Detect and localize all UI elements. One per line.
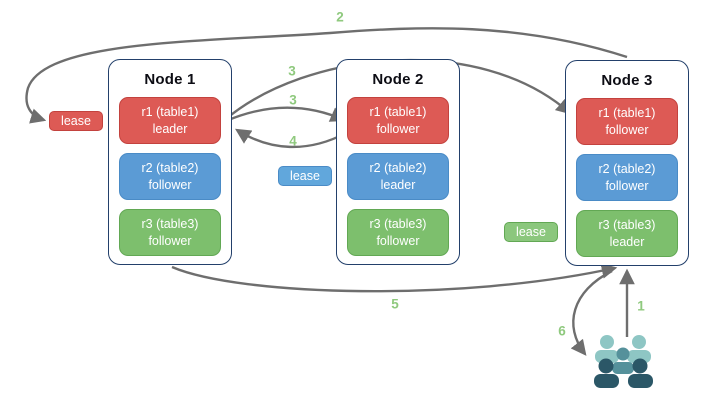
node-1: Node 1 r1 (table1) leader r2 (table2) fo… — [108, 59, 232, 265]
step-label-3b: 3 — [289, 92, 297, 108]
lease-tag-r3: lease — [504, 222, 558, 242]
replica-range: r3 (table3) — [141, 217, 199, 232]
node-2-title: Node 2 — [372, 71, 424, 88]
replica-r3-node1: r3 (table3) follower — [119, 209, 221, 256]
replica-range: r2 (table2) — [369, 161, 427, 176]
step-label-5: 5 — [391, 296, 399, 312]
replica-r1-node1: r1 (table1) leader — [119, 97, 221, 144]
replica-r1-node3: r1 (table1) follower — [576, 98, 678, 145]
replica-r1-node2: r1 (table1) follower — [347, 97, 449, 144]
replica-range: r3 (table3) — [598, 218, 656, 233]
lease-tag-r2: lease — [278, 166, 332, 186]
step-label-6: 6 — [558, 323, 566, 339]
replica-role: leader — [152, 121, 188, 136]
replica-role: follower — [148, 177, 192, 192]
replica-r2-node1: r2 (table2) follower — [119, 153, 221, 200]
replica-role: leader — [380, 177, 416, 192]
replica-range: r1 (table1) — [369, 105, 427, 120]
replica-r3-node3: r3 (table3) leader — [576, 210, 678, 257]
lease-tag-r1: lease — [49, 111, 103, 131]
arrow-step5-node1-to-node3 — [171, 263, 618, 293]
replica-role: follower — [605, 122, 649, 137]
node-3-replicas: r1 (table1) follower r2 (table2) followe… — [576, 98, 678, 257]
step-label-3a: 3 — [288, 63, 296, 79]
replica-range: r2 (table2) — [598, 162, 656, 177]
step-label-2: 2 — [336, 9, 344, 25]
users-group-icon — [594, 335, 653, 388]
step-label-1: 1 — [637, 298, 645, 314]
replica-role: follower — [376, 121, 420, 136]
replica-r2-node2: r2 (table2) leader — [347, 153, 449, 200]
arrow-step3-node1-to-node2 — [225, 106, 347, 123]
replica-role: follower — [376, 233, 420, 248]
node-2-replicas: r1 (table1) follower r2 (table2) leader … — [347, 97, 449, 256]
replica-range: r3 (table3) — [369, 217, 427, 232]
replica-role: leader — [609, 234, 645, 249]
node-1-replicas: r1 (table1) leader r2 (table2) follower … — [119, 97, 221, 256]
replica-r2-node3: r2 (table2) follower — [576, 154, 678, 201]
replica-r3-node2: r3 (table3) follower — [347, 209, 449, 256]
replica-range: r1 (table1) — [141, 105, 199, 120]
node-1-title: Node 1 — [144, 71, 196, 88]
replica-range: r2 (table2) — [141, 161, 199, 176]
replica-role: follower — [148, 233, 192, 248]
step-label-4: 4 — [289, 133, 297, 149]
node-2: Node 2 r1 (table1) follower r2 (table2) … — [336, 59, 460, 265]
replica-range: r1 (table1) — [598, 106, 656, 121]
node-3: Node 3 r1 (table1) follower r2 (table2) … — [565, 60, 689, 266]
node-3-title: Node 3 — [601, 72, 653, 89]
replica-role: follower — [605, 178, 649, 193]
